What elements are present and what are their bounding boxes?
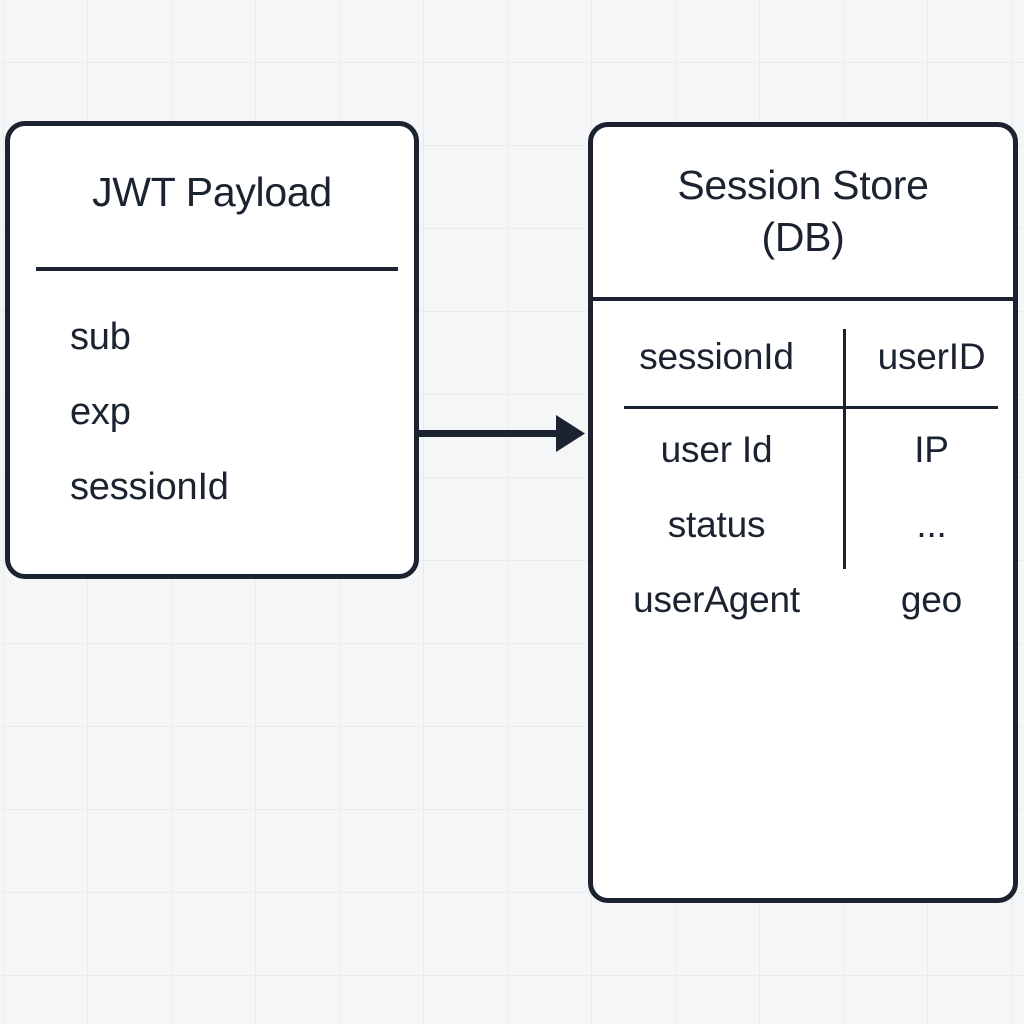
table-header-sessionid: sessionId [639, 335, 794, 377]
jwt-payload-divider [36, 267, 398, 271]
session-store-table: sessionId userID user Id IP status ... u… [593, 313, 1013, 637]
table-cell-userid: user Id [660, 429, 773, 470]
table-row: user Id IP [593, 412, 1013, 487]
table-cell-ip: IP [914, 429, 949, 470]
jwt-field-exp: exp [70, 391, 131, 433]
table-cell-geo: geo [900, 579, 963, 620]
session-store-title-line1: Session Store [677, 162, 929, 208]
session-store-title-line2: (DB) [761, 214, 845, 261]
table-header-userid: userID [877, 335, 986, 377]
table-row: status ... [593, 487, 1013, 562]
session-store-header-rule [592, 297, 1014, 301]
table-body: user Id IP status ... userAgent geo [593, 412, 1013, 637]
jwt-field-sub: sub [70, 316, 131, 358]
session-store-node[interactable]: Session Store (DB) sessionId userID user… [588, 122, 1018, 903]
session-store-title: Session Store (DB) [593, 159, 1013, 263]
jwt-payload-title: JWT Payload [92, 169, 332, 215]
table-cell-useragent: userAgent [633, 579, 800, 620]
table-header-row: sessionId userID [593, 313, 1013, 385]
table-cell-status: status [667, 504, 766, 545]
table-header-rule [624, 406, 998, 409]
jwt-field-sessionid: sessionId [70, 466, 229, 508]
table-cell-ellipsis: ... [916, 504, 947, 545]
flow-arrow-right [414, 415, 585, 452]
table-row: userAgent geo [593, 562, 1013, 637]
jwt-payload-field-list: sub exp sessionId [70, 318, 404, 543]
jwt-payload-node[interactable]: JWT Payload sub exp sessionId [5, 121, 419, 579]
arrow-head-icon [556, 415, 585, 452]
table-column-separator [843, 329, 846, 569]
